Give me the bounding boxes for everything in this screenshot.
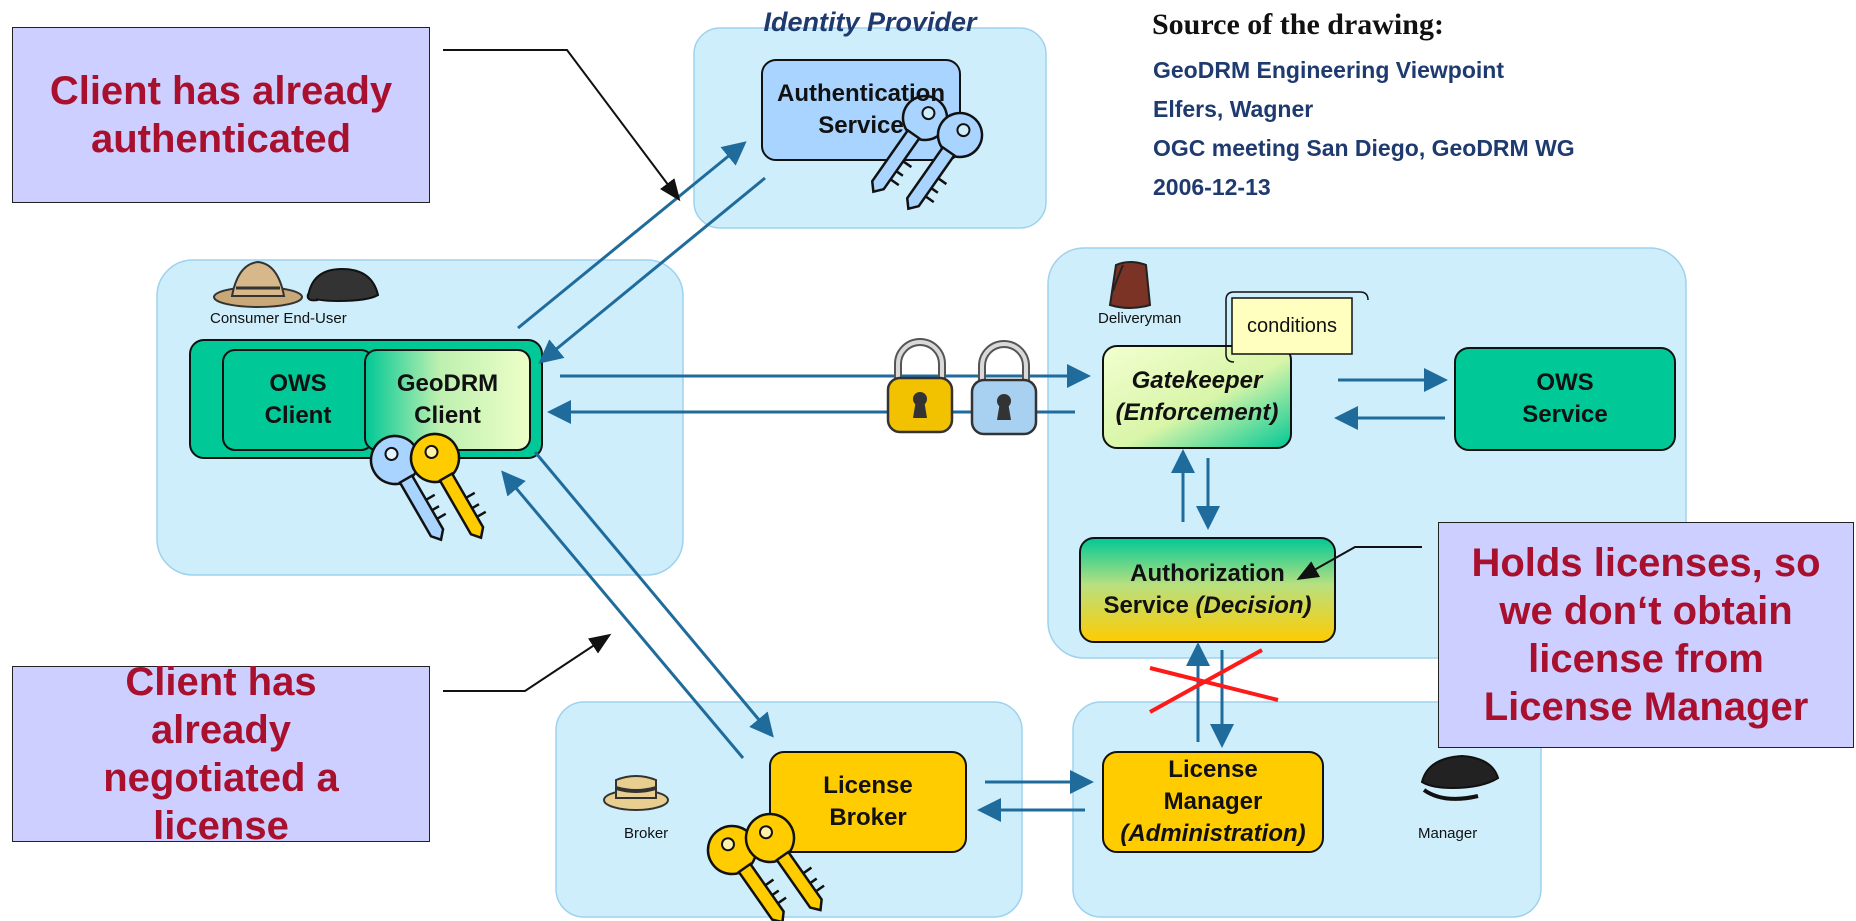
ows-client-label: OWS Client [223,350,373,450]
fez-hat-icon [1108,261,1152,309]
leader-authenticated [443,49,681,202]
ranger-hat-icon [213,260,303,308]
ows-service-box [1454,347,1676,451]
ows-service-label: OWS Service [1455,348,1675,450]
license-broker-line1: License [823,772,913,799]
leader-holds-licenses [1296,546,1422,580]
captain-cap-icon [1420,754,1500,801]
arrow-client-to-broker [533,451,774,738]
broker-label: Broker [624,825,669,842]
red-cross-mark [1149,648,1279,714]
source-line-1: GeoDRM Engineering Viewpoint [1153,57,1504,83]
authorization-service-line1: Authorization [1130,560,1285,587]
geodrm-client-label: GeoDRM Client [365,350,530,450]
keys-broker-icon [706,812,825,921]
conditions-label: conditions [1246,314,1338,337]
arrow-client-to-auth [517,141,747,330]
license-manager-label: License Manager (Administration) [1103,752,1323,852]
authorization-service-line2b: (Decision) [1195,592,1312,619]
callout-negotiated: Client has already negotiated a license [12,660,430,848]
keys-auth-icon [870,94,984,211]
license-manager-line2: Manager [1163,788,1263,815]
authorization-service-line2: Service (Decision) [1103,590,1311,622]
consumer-end-user-label: Consumer End-User [210,310,347,327]
ows-client-line1: OWS [269,370,327,397]
callout-holds-licenses: Holds licenses, so we don‘t obtain licen… [1438,522,1854,748]
license-broker-line2: Broker [829,804,907,831]
flat-cap-icon [306,267,380,303]
leader-negotiated [443,633,612,692]
boater-hat-icon [603,775,669,811]
geodrm-client-line2: Client [414,402,481,429]
authorization-service-label: Authorization Service (Decision) [1080,538,1335,642]
gatekeeper-box [1102,345,1292,449]
authentication-service-line1: Authentication [777,80,945,107]
authentication-service-label: Authentication Service [762,60,960,160]
padlock-blue-icon [970,340,1038,436]
conditions-scroll-icon [1225,291,1369,363]
license-manager-line1: License [1168,756,1258,783]
ows-service-line2: Service [1522,401,1608,428]
identity-provider-title: Identity Provider [763,6,977,37]
source-line-3: OGC meeting San Diego, GeoDRM WG [1153,135,1575,161]
padlock-gold-icon [886,338,954,434]
source-title: Source of the drawing: [1152,8,1444,41]
authentication-service-line2: Service [818,112,904,139]
license-manager-box [1102,751,1324,853]
keys-client-icon [369,432,487,542]
arrow-broker-to-client [501,470,745,759]
license-manager-line3: (Administration) [1120,820,1306,847]
license-broker-box [769,751,967,853]
license-broker-label: License Broker [770,752,966,852]
ows-client-line2: Client [264,402,332,429]
gatekeeper-label: Gatekeeper (Enforcement) [1103,346,1291,448]
geodrm-client-line1: GeoDRM [396,370,499,397]
authorization-service-line2a: Service [1103,592,1196,619]
source-line-4: 2006-12-13 [1153,174,1271,200]
gatekeeper-line1: Gatekeeper [1131,367,1263,394]
source-line-2: Elfers, Wagner [1153,96,1314,122]
ows-service-line1: OWS [1536,369,1594,396]
manager-label: Manager [1418,825,1478,842]
arrow-auth-to-client [538,176,766,364]
callout-authenticated: Client has already authenticated [12,27,430,203]
deliveryman-label: Deliveryman [1098,310,1182,327]
gatekeeper-line2: (Enforcement) [1115,399,1279,426]
